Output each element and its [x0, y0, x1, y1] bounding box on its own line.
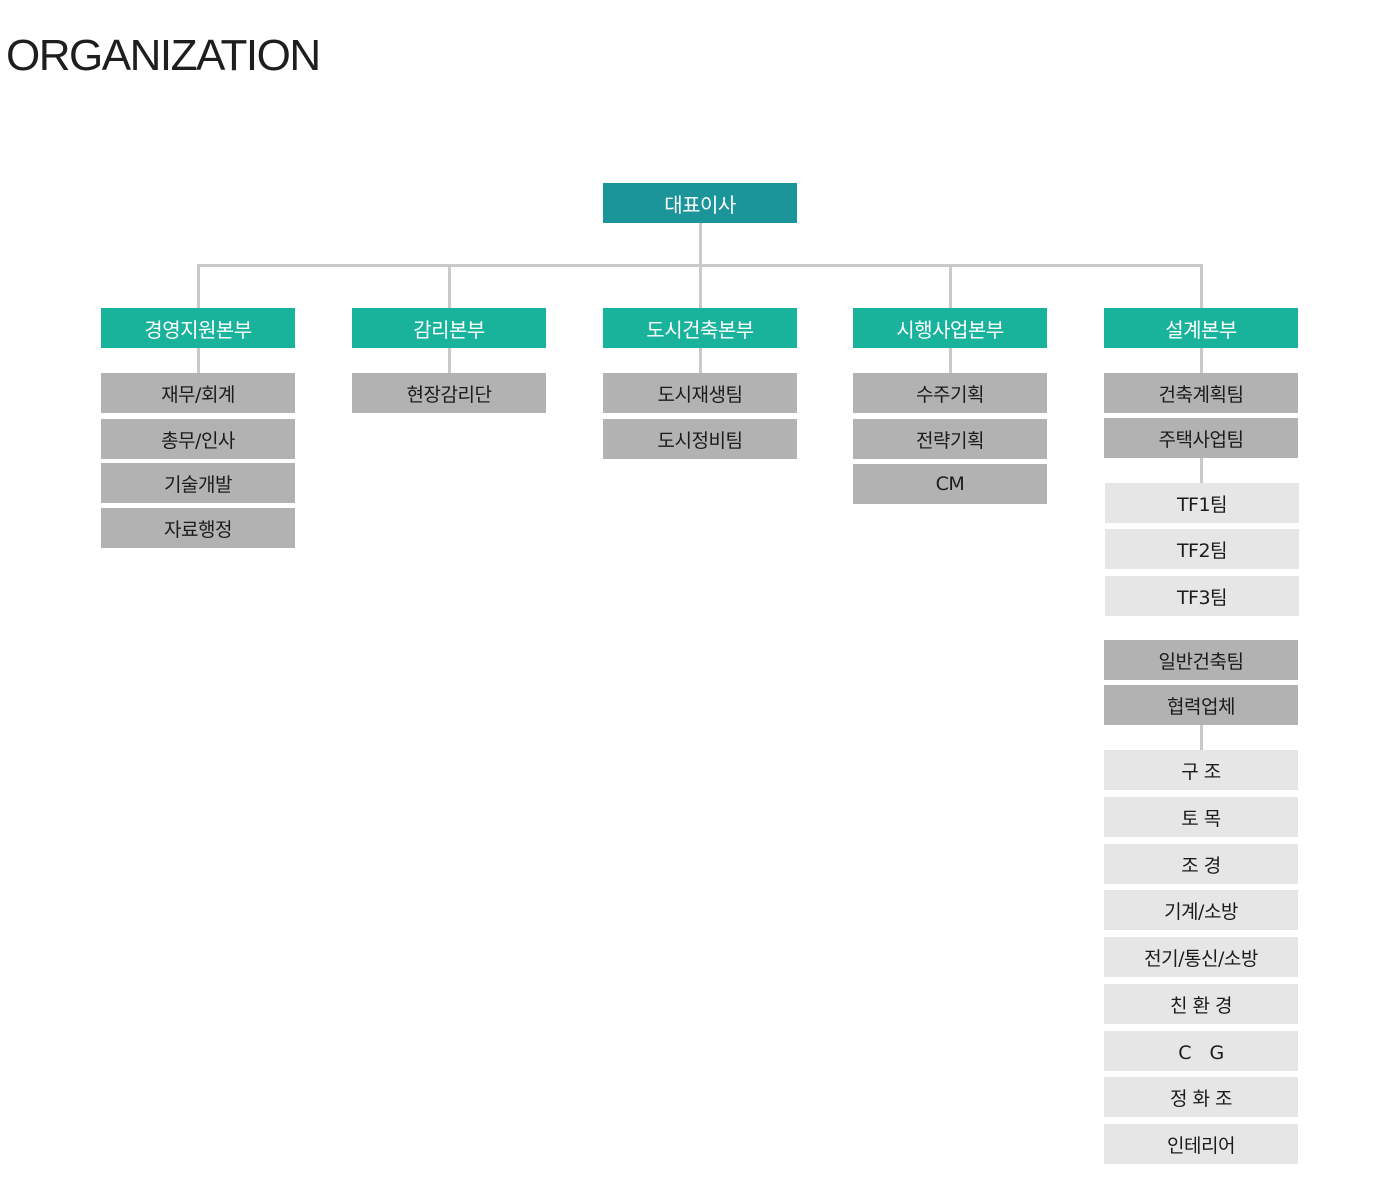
connector-line — [699, 348, 702, 374]
partner-box: 토 목 — [1104, 797, 1298, 837]
connector-line — [448, 348, 451, 374]
team-box: 일반건축팀 — [1104, 640, 1298, 680]
team-box: 건축계획팀 — [1104, 373, 1298, 413]
team-box: 수주기획 — [853, 373, 1047, 413]
connector-line — [949, 348, 952, 374]
connector-line — [448, 264, 451, 309]
team-box: 현장감리단 — [352, 373, 546, 413]
connector-line — [1200, 264, 1203, 309]
partner-box: 전기/통신/소방 — [1104, 937, 1298, 977]
team-box: 전략기획 — [853, 419, 1047, 459]
partner-box: 조 경 — [1104, 844, 1298, 884]
team-box: 자료행정 — [101, 508, 295, 548]
team-box: 재무/회계 — [101, 373, 295, 413]
division-supervision: 감리본부 — [352, 308, 546, 348]
connector-line — [949, 264, 952, 309]
division-development-business: 시행사업본부 — [853, 308, 1047, 348]
tf-team-box: TF2팀 — [1105, 529, 1299, 569]
partner-box: C G — [1104, 1031, 1298, 1071]
partner-box: 구 조 — [1104, 750, 1298, 790]
team-box: 총무/인사 — [101, 419, 295, 459]
division-design: 설계본부 — [1104, 308, 1298, 348]
team-box: 주택사업팀 — [1104, 418, 1298, 458]
connector-line — [1200, 348, 1203, 374]
connector-line — [1200, 725, 1203, 751]
connector-line — [699, 222, 702, 266]
connector-line — [197, 348, 200, 374]
division-management-support: 경영지원본부 — [101, 308, 295, 348]
division-urban-architecture: 도시건축본부 — [603, 308, 797, 348]
team-box: 도시재생팀 — [603, 373, 797, 413]
partner-box: 기계/소방 — [1104, 890, 1298, 930]
connector-line — [197, 264, 200, 309]
page-title: ORGANIZATION — [6, 31, 321, 80]
team-box: 기술개발 — [101, 463, 295, 503]
team-box: CM — [853, 464, 1047, 504]
ceo-box: 대표이사 — [603, 183, 797, 223]
connector-line — [1200, 458, 1203, 484]
team-box: 협력업체 — [1104, 685, 1298, 725]
tf-team-box: TF3팀 — [1105, 576, 1299, 616]
connector-line — [699, 264, 702, 309]
partner-box: 정 화 조 — [1104, 1077, 1298, 1117]
partner-box: 친 환 경 — [1104, 984, 1298, 1024]
team-box: 도시정비팀 — [603, 419, 797, 459]
partner-box: 인테리어 — [1104, 1124, 1298, 1164]
tf-team-box: TF1팀 — [1105, 483, 1299, 523]
